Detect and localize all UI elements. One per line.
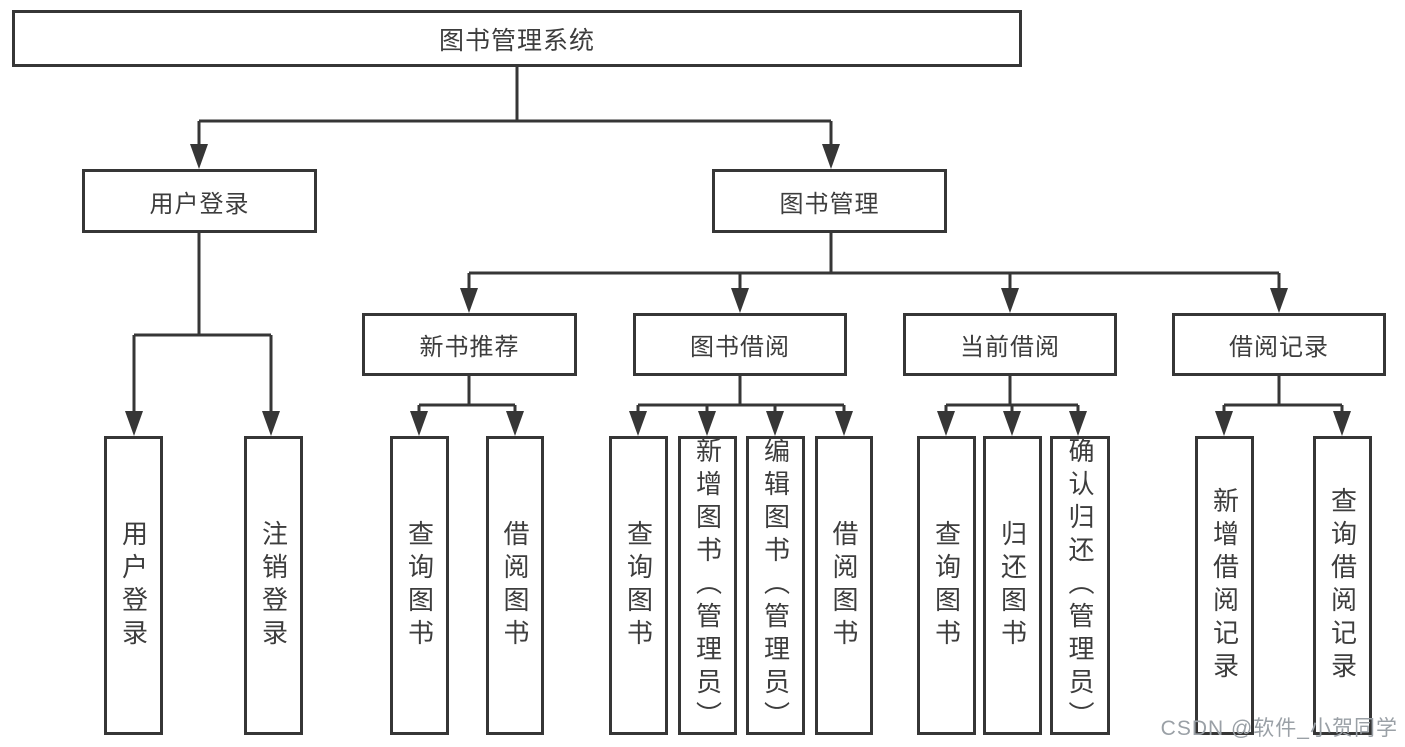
connector-borrow-to-leaves <box>636 376 846 418</box>
node-current-borrow: 当前借阅 <box>903 313 1117 376</box>
node-book-management: 图书管理 <box>712 169 947 233</box>
leaf-query-books-borrow: 查询图书 <box>609 436 668 735</box>
leaf-query-books-borrow-label: 查询图书 <box>623 519 654 652</box>
node-new-book-recommend: 新书推荐 <box>362 313 577 376</box>
node-current-borrow-label: 当前借阅 <box>960 334 1060 361</box>
leaf-query-borrow-record: 查询借阅记录 <box>1313 436 1372 735</box>
node-book-borrow-label: 图书借阅 <box>690 334 790 361</box>
leaf-edit-books-admin: 编辑图书（管理员） <box>746 436 805 735</box>
leaf-borrow-books-label: 借阅图书 <box>829 519 859 652</box>
node-new-book-recommend-label: 新书推荐 <box>419 334 520 361</box>
leaf-add-borrow-record-label: 新增借阅记录 <box>1209 486 1240 685</box>
connector-records-to-leaves <box>1222 376 1344 418</box>
leaf-add-borrow-record: 新增借阅记录 <box>1195 436 1254 735</box>
node-user-login: 用户登录 <box>82 169 317 233</box>
node-user-login-label: 用户登录 <box>149 190 250 218</box>
connector-book-to-level3 <box>467 233 1281 295</box>
csdn-watermark: CSDN @软件_小贺同学 <box>1160 717 1398 740</box>
leaf-add-books-admin-label: 新增图书（管理员） <box>692 437 723 734</box>
leaf-query-books-recommend-label: 查询图书 <box>404 519 435 652</box>
connector-newbooks-to-leaves <box>417 376 517 418</box>
leaf-user-login: 用户登录 <box>104 436 163 735</box>
leaf-query-borrow-record-label: 查询借阅记录 <box>1327 486 1358 685</box>
connector-user-to-leaves <box>132 233 273 418</box>
leaf-borrow-books: 借阅图书 <box>815 436 873 735</box>
leaf-return-books-label: 归还图书 <box>997 519 1028 652</box>
arrowheads <box>125 144 1351 436</box>
node-borrow-records: 借阅记录 <box>1172 313 1386 376</box>
leaf-logout: 注销登录 <box>244 436 303 735</box>
leaf-return-books: 归还图书 <box>983 436 1042 735</box>
leaf-confirm-return-admin: 确认归还（管理员） <box>1050 436 1110 735</box>
leaf-logout-label: 注销登录 <box>258 519 289 652</box>
node-book-management-label: 图书管理 <box>779 190 880 218</box>
leaf-query-books-recommend: 查询图书 <box>390 436 449 735</box>
leaf-edit-books-admin-label: 编辑图书（管理员） <box>760 437 791 734</box>
node-root: 图书管理系统 <box>12 10 1022 67</box>
leaf-confirm-return-admin-label: 确认归还（管理员） <box>1065 437 1095 734</box>
leaf-borrow-books-recommend: 借阅图书 <box>486 436 544 735</box>
leaf-borrow-books-recommend-label: 借阅图书 <box>500 519 530 652</box>
leaf-user-login-label: 用户登录 <box>118 519 149 652</box>
node-book-borrow: 图书借阅 <box>633 313 847 376</box>
leaf-query-books-current-label: 查询图书 <box>931 519 962 652</box>
leaf-query-books-current: 查询图书 <box>917 436 976 735</box>
node-root-label: 图书管理系统 <box>438 26 595 55</box>
leaf-add-books-admin: 新增图书（管理员） <box>678 436 737 735</box>
connector-root-to-level2 <box>197 67 833 150</box>
node-borrow-records-label: 借阅记录 <box>1229 334 1329 361</box>
